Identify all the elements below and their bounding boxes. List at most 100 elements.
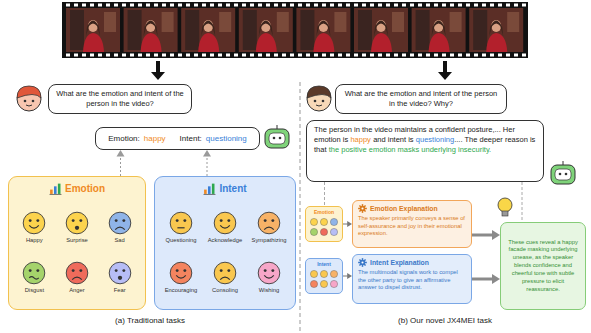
face-label: Encouraging xyxy=(165,287,198,293)
eye xyxy=(264,219,267,222)
mouth xyxy=(115,227,125,229)
eye xyxy=(114,269,117,272)
frame-door xyxy=(185,10,199,50)
bar xyxy=(54,186,57,194)
sprocket-hole xyxy=(338,4,342,7)
sprocket-holes xyxy=(66,4,526,57)
frame-wall xyxy=(450,12,462,32)
face-label: Anger xyxy=(69,287,84,293)
frame-door xyxy=(358,10,372,50)
sprocket-hole xyxy=(466,54,470,57)
sprocket-hole xyxy=(442,4,446,7)
eye xyxy=(72,269,75,272)
sprocket-hole xyxy=(146,4,150,7)
sprocket-hole xyxy=(314,4,318,7)
answer-text: happy xyxy=(350,135,370,144)
face-circle xyxy=(214,212,236,234)
emoji-face xyxy=(169,261,193,285)
face-circle xyxy=(170,212,192,234)
connector xyxy=(117,150,125,176)
person-body xyxy=(429,33,450,52)
mouth xyxy=(26,105,32,106)
frame-wall xyxy=(392,12,404,32)
sprocket-hole xyxy=(130,4,134,7)
sprocket-hole xyxy=(210,54,214,57)
eye xyxy=(32,100,35,103)
sprocket-hole xyxy=(378,54,382,57)
thumbnail-title: Intent xyxy=(317,261,331,267)
sprocket-hole xyxy=(410,4,414,7)
video-frame xyxy=(124,8,178,52)
sprocket-hole xyxy=(114,54,118,57)
mini-face xyxy=(320,228,327,235)
video-frames xyxy=(66,8,523,52)
connector-line xyxy=(472,234,493,237)
face-circle xyxy=(258,212,280,234)
sprocket-hole xyxy=(298,54,302,57)
face-label: Questioning xyxy=(166,237,197,243)
sprocket-hole xyxy=(370,4,374,7)
eye xyxy=(114,219,117,222)
caption-label: (a) Traditional tasks xyxy=(115,316,185,325)
sprocket-hole xyxy=(418,4,422,7)
sprocket-hole xyxy=(490,4,494,7)
robot-face xyxy=(555,169,571,180)
connector-line xyxy=(472,278,493,281)
emoji-face xyxy=(65,211,89,235)
face-grid: QuestioningAcknowledgeSympathizingEncour… xyxy=(159,201,291,303)
video-frame xyxy=(354,8,408,52)
panel-title: Emotion xyxy=(65,183,105,194)
face-label: Sympathizing xyxy=(252,237,287,243)
sprocket-hole xyxy=(498,4,502,7)
sprocket-hole xyxy=(506,4,510,7)
speech-bubble: What are the emotion and intent of the p… xyxy=(335,84,507,114)
down-arrow xyxy=(443,61,447,73)
user-hair xyxy=(307,86,331,98)
sprocket-hole xyxy=(386,54,390,57)
person-hair xyxy=(374,21,388,37)
sprocket-hole xyxy=(338,54,342,57)
eye xyxy=(279,137,282,140)
face-circle xyxy=(109,262,131,284)
bulb-glass xyxy=(498,198,512,212)
sprocket-hole xyxy=(298,4,302,7)
sprocket-hole xyxy=(82,54,86,57)
sprocket-hole xyxy=(138,54,142,57)
person-hair xyxy=(489,21,503,37)
sprocket-hole xyxy=(250,54,254,57)
mouth xyxy=(177,227,184,228)
sprocket-hole xyxy=(210,4,214,7)
mouth xyxy=(220,277,230,279)
robot-head xyxy=(551,165,575,184)
sprocket-hole xyxy=(322,4,326,7)
eye xyxy=(227,219,230,222)
arrow-head xyxy=(492,274,500,284)
lightbulb-icon xyxy=(498,198,512,216)
sprocket-hole xyxy=(66,54,70,57)
sprocket-hole xyxy=(258,4,262,7)
face-circle xyxy=(66,262,88,284)
sprocket-hole xyxy=(178,4,182,7)
face-circle xyxy=(109,212,131,234)
sprocket-hole xyxy=(74,4,78,7)
down-arrow xyxy=(156,61,160,73)
question-text: What are the emotion and intent of the p… xyxy=(342,89,500,109)
sprocket-hole xyxy=(418,54,422,57)
sprocket-hole xyxy=(402,54,406,57)
explanation-heading: Emotion Explanation xyxy=(358,204,466,213)
connector xyxy=(343,273,352,279)
panel-thumbnail: Emotion xyxy=(305,206,343,242)
sprocket-hole xyxy=(226,4,230,7)
sprocket-hole xyxy=(394,54,398,57)
user-icon xyxy=(17,86,41,111)
person-hair xyxy=(144,21,158,37)
sprocket-hole xyxy=(370,54,374,57)
mini-face xyxy=(320,270,327,277)
sprocket-hole xyxy=(426,4,430,7)
connector xyxy=(472,230,500,240)
face-cell: Anger xyxy=(56,261,99,293)
mini-face xyxy=(330,228,337,235)
user-hair xyxy=(17,86,41,98)
mouth xyxy=(30,277,40,279)
category-panel: EmotionHappySurpriseSadDisgustAngerFear xyxy=(8,176,146,310)
